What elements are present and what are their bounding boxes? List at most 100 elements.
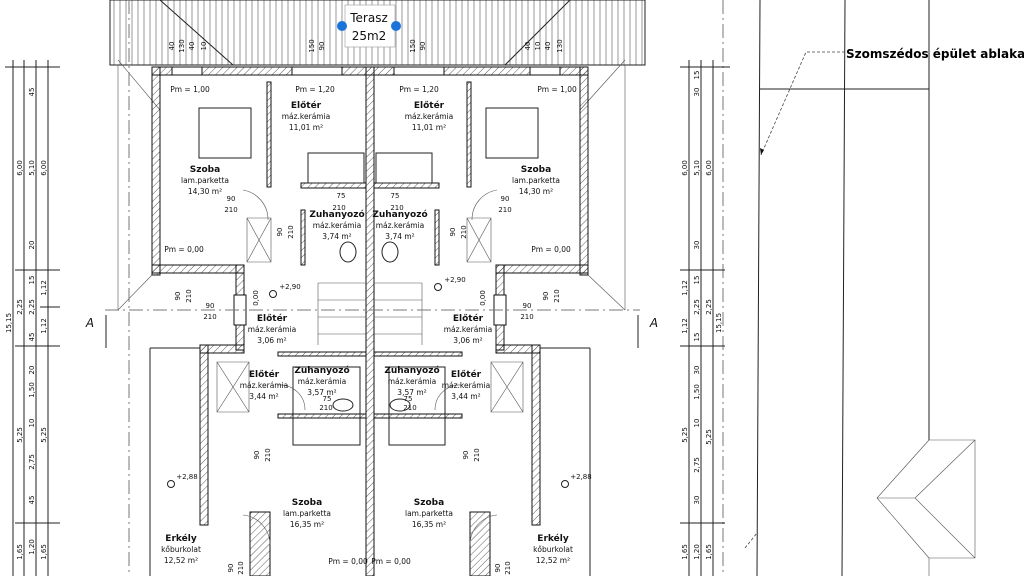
svg-text:15: 15 [693,276,701,285]
svg-text:40: 40 [168,42,176,51]
svg-text:210: 210 [237,561,245,574]
furniture [198,107,539,446]
svg-text:máz.kerámia: máz.kerámia [313,221,362,230]
svg-text:Erkély: Erkély [537,533,569,544]
svg-text:Pm = 0,00: Pm = 0,00 [164,245,204,254]
svg-text:210: 210 [473,448,481,461]
svg-text:210: 210 [403,404,416,412]
svg-text:45: 45 [28,333,36,342]
bed [388,366,446,446]
svg-text:Szoba: Szoba [292,498,322,508]
svg-text:1,65: 1,65 [705,544,713,560]
svg-text:Szomszédos épület ablaka: Szomszédos épület ablaka [846,47,1024,61]
svg-text:90: 90 [227,564,235,573]
svg-text:Pm = 0,00: Pm = 0,00 [531,245,571,254]
svg-text:210: 210 [553,289,561,302]
svg-text:Szoba: Szoba [414,498,444,508]
svg-text:lam.parketta: lam.parketta [405,509,453,518]
svg-text:Előtér: Előtér [249,369,280,380]
stairs [374,282,423,345]
level-marker-icon [167,480,175,488]
level-marker-icon [269,290,277,298]
svg-text:3,74 m²: 3,74 m² [385,232,414,241]
svg-text:Pm = 0,00: Pm = 0,00 [371,557,411,566]
sink [332,398,354,412]
svg-text:lam.parketta: lam.parketta [181,176,229,185]
svg-text:30: 30 [693,496,701,505]
svg-text:Pm = 1,00: Pm = 1,00 [537,85,577,94]
svg-text:3,44 m²: 3,44 m² [451,392,480,401]
svg-text:Terasz: Terasz [349,11,388,25]
svg-text:12,52 m²: 12,52 m² [536,556,570,565]
arrow-icon [760,148,764,155]
svg-text:3,74 m²: 3,74 m² [322,232,351,241]
neighbor-building: Szomszédos épület ablaka [744,0,1024,576]
door-swings [242,189,498,546]
svg-text:1,65: 1,65 [40,544,48,560]
svg-text:30: 30 [693,241,701,250]
toilet [339,241,357,263]
stairs [317,282,366,345]
bed [198,107,252,159]
svg-text:130: 130 [178,39,186,52]
svg-text:+2,90: +2,90 [279,283,300,291]
selection-handle-left[interactable] [337,21,347,31]
walls [149,66,591,576]
terrace-label[interactable]: Terasz 25m2 [337,4,401,48]
svg-text:máz.kerámia: máz.kerámia [376,221,425,230]
svg-text:5,10: 5,10 [28,160,36,176]
level-marker-icon [434,283,442,291]
svg-text:30: 30 [693,366,701,375]
svg-text:Pm = 1,20: Pm = 1,20 [399,85,439,94]
svg-text:máz.kerámia: máz.kerámia [282,112,331,121]
svg-text:90: 90 [542,292,550,301]
svg-text:5,25: 5,25 [16,427,24,443]
selection-handle-right[interactable] [391,21,401,31]
svg-text:+2,90: +2,90 [444,276,465,284]
svg-text:1,65: 1,65 [681,544,689,560]
svg-text:máz.kerámia: máz.kerámia [240,381,289,390]
svg-text:15,15: 15,15 [5,313,13,333]
svg-text:90: 90 [449,228,457,237]
svg-text:90: 90 [462,451,470,460]
svg-text:210: 210 [332,204,345,212]
svg-text:6,00: 6,00 [16,160,24,176]
svg-text:+2,88: +2,88 [570,473,591,481]
svg-text:Pm = 1,00: Pm = 1,00 [170,85,210,94]
svg-text:15: 15 [693,71,701,80]
svg-text:Zuhanyozó: Zuhanyozó [384,365,439,376]
svg-text:20: 20 [28,366,36,375]
svg-text:90: 90 [501,195,510,203]
svg-text:5,25: 5,25 [705,429,713,445]
svg-text:Előtér: Előtér [257,313,288,324]
svg-text:Pm = 1,20: Pm = 1,20 [295,85,335,94]
svg-text:lam.parketta: lam.parketta [512,176,560,185]
svg-text:90: 90 [318,42,326,51]
svg-text:Szoba: Szoba [190,165,220,175]
svg-text:1,50: 1,50 [693,384,701,400]
svg-text:máz.kerámia: máz.kerámia [405,112,454,121]
svg-text:10: 10 [693,419,701,428]
svg-text:90: 90 [253,451,261,460]
svg-text:11,01 m²: 11,01 m² [289,123,323,132]
svg-text:Zuhanyozó: Zuhanyozó [372,209,427,220]
svg-text:210: 210 [224,206,237,214]
svg-text:5,25: 5,25 [681,427,689,443]
bed [292,366,361,446]
svg-text:15,15: 15,15 [715,313,723,333]
svg-text:90: 90 [494,564,502,573]
svg-text:210: 210 [264,448,272,461]
svg-text:14,30 m²: 14,30 m² [188,187,222,196]
svg-text:90: 90 [276,228,284,237]
svg-text:5,10: 5,10 [693,160,701,176]
svg-text:máz.kerámia: máz.kerámia [442,381,491,390]
